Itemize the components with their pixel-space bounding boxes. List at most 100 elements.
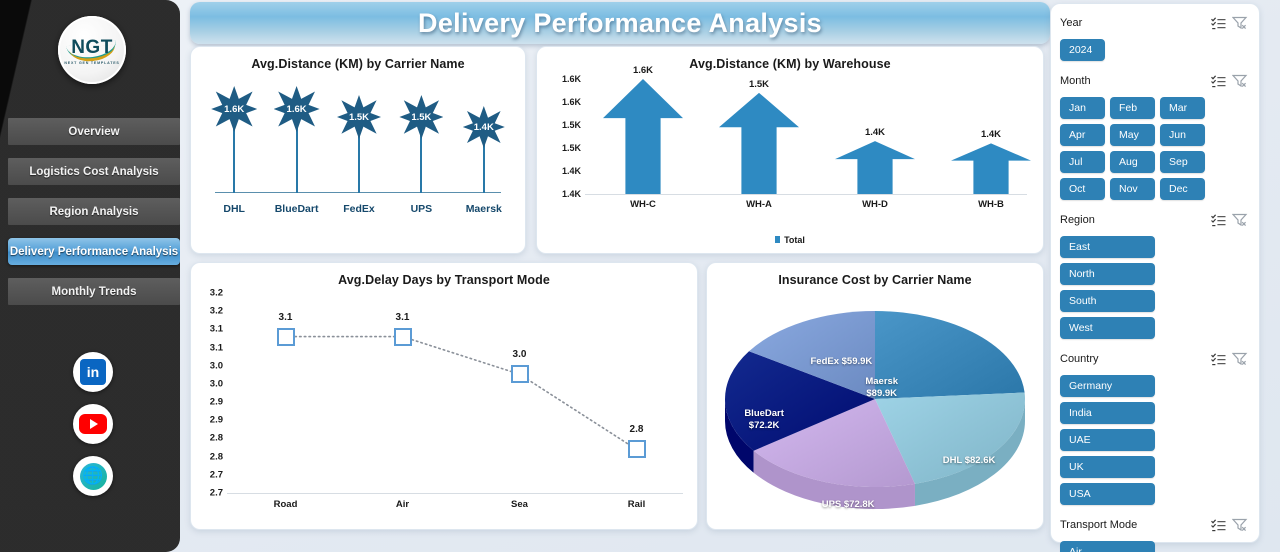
page-header: Delivery Performance Analysis — [190, 2, 1050, 44]
category-label: Road — [273, 499, 298, 510]
category-label: Air — [395, 499, 410, 510]
pie-label-name: Maersk — [865, 375, 899, 387]
data-point-marker — [510, 365, 529, 384]
filter-chip-air[interactable]: Air — [1060, 541, 1155, 552]
filter-chip-east[interactable]: East — [1060, 236, 1155, 258]
globe-icon: 🌐 — [79, 462, 107, 490]
filter-header-transport-mode: Transport Mode — [1060, 516, 1250, 534]
lollipop-stem — [358, 123, 360, 193]
delay-baseline — [227, 493, 683, 494]
multi-select-icon[interactable] — [1208, 15, 1228, 31]
filter-chip-india[interactable]: India — [1060, 402, 1155, 424]
y-axis-tick: 3.0 — [209, 360, 223, 372]
pie-label-name: BlueDart — [744, 407, 784, 419]
y-axis-tick: 3.1 — [209, 323, 223, 335]
multi-select-icon[interactable] — [1208, 517, 1228, 533]
filter-chip-jan[interactable]: Jan — [1060, 97, 1105, 119]
pie-slice[interactable] — [725, 351, 875, 451]
clear-filter-icon[interactable] — [1230, 517, 1250, 533]
filter-chip-apr[interactable]: Apr — [1060, 124, 1105, 146]
filter-chip-feb[interactable]: Feb — [1110, 97, 1155, 119]
filter-chip-sep[interactable]: Sep — [1160, 151, 1205, 173]
website-button[interactable]: 🌐 — [73, 456, 113, 496]
filter-chip-south[interactable]: South — [1060, 290, 1155, 312]
legend-swatch — [775, 236, 781, 243]
filter-title: Country — [1060, 353, 1099, 365]
filter-chip-west[interactable]: West — [1060, 317, 1155, 339]
multi-select-icon[interactable] — [1208, 212, 1228, 228]
sidebar-item-label: Region Analysis — [49, 205, 139, 218]
warehouse-legend: Total — [537, 235, 1043, 245]
filter-chip-mar[interactable]: Mar — [1160, 97, 1205, 119]
clear-filter-icon[interactable] — [1230, 73, 1250, 89]
star-marker: 1.6K — [273, 86, 320, 132]
multi-select-icon[interactable] — [1208, 351, 1228, 367]
sidebar-item-delivery-performance-analysis[interactable]: Delivery Performance Analysis — [8, 238, 180, 265]
sidebar-item-overview[interactable]: Overview — [8, 118, 180, 145]
filter-chip-nov[interactable]: Nov — [1110, 178, 1155, 200]
clear-filter-icon[interactable] — [1230, 212, 1250, 228]
youtube-button[interactable] — [73, 404, 113, 444]
filter-chip-north[interactable]: North — [1060, 263, 1155, 285]
filter-chip-germany[interactable]: Germany — [1060, 375, 1155, 397]
category-label: Maersk — [465, 203, 502, 215]
y-axis-tick: 3.0 — [209, 378, 223, 390]
pie-label-value: $72.2K — [748, 419, 780, 431]
filter-options-year: 2024 — [1060, 39, 1250, 61]
pie-slice[interactable] — [749, 311, 875, 399]
filter-chip-dec[interactable]: Dec — [1160, 178, 1205, 200]
data-value-label: 3.1 — [395, 311, 410, 323]
filter-chip-uk[interactable]: UK — [1060, 456, 1155, 478]
y-axis-tick: 3.2 — [209, 305, 223, 317]
data-value-label: 1.5K — [411, 111, 432, 123]
filter-chip-oct[interactable]: Oct — [1060, 178, 1105, 200]
data-value-label: 1.6K — [224, 103, 245, 115]
sidebar-item-label: Delivery Performance Analysis — [9, 245, 179, 258]
filter-chip-usa[interactable]: USA — [1060, 483, 1155, 505]
pie-slice[interactable] — [875, 311, 1025, 399]
lollipop-stem — [482, 133, 485, 193]
data-point-marker — [393, 327, 412, 346]
filter-chip-2024[interactable]: 2024 — [1060, 39, 1105, 61]
pie-slice[interactable] — [875, 392, 1025, 484]
pie-svg — [725, 311, 1025, 509]
sidebar-item-region-analysis[interactable]: Region Analysis — [8, 198, 180, 225]
clear-filter-icon[interactable] — [1230, 351, 1250, 367]
warehouse-baseline — [585, 194, 1027, 195]
logo-tagline: NEXT GEN TEMPLATES — [64, 61, 120, 65]
multi-select-icon[interactable] — [1208, 73, 1228, 89]
filter-chip-may[interactable]: May — [1110, 124, 1155, 146]
pie-slice[interactable] — [753, 399, 915, 487]
y-axis-tick: 1.4K — [561, 166, 581, 176]
data-value-label: 1.5K — [348, 111, 370, 123]
category-label: FedEx — [343, 203, 375, 215]
category-label: DHL — [223, 203, 245, 215]
clear-filter-icon[interactable] — [1230, 15, 1250, 31]
linkedin-button[interactable]: in — [73, 352, 113, 392]
star-marker: 1.6K — [211, 86, 258, 132]
chart-title-insurance-carrier: Insurance Cost by Carrier Name — [778, 273, 972, 287]
filter-chip-aug[interactable]: Aug — [1110, 151, 1155, 173]
arrow-bar-shape — [951, 143, 1031, 194]
filter-chip-jun[interactable]: Jun — [1160, 124, 1205, 146]
sidebar-item-monthly-trends[interactable]: Monthly Trends — [8, 278, 180, 305]
sidebar-item-logistics-cost-analysis[interactable]: Logistics Cost Analysis — [8, 158, 180, 185]
filter-chip-jul[interactable]: Jul — [1060, 151, 1105, 173]
y-axis-tick: 2.7 — [209, 469, 223, 481]
filter-header-month: Month — [1060, 72, 1250, 90]
lollipop-stem — [295, 115, 298, 193]
filter-chip-uae[interactable]: UAE — [1060, 429, 1155, 451]
pie-slice-label: BlueDart$72.2K — [725, 408, 803, 432]
delay-line-svg — [284, 335, 638, 451]
pie-slice-side — [914, 399, 1025, 506]
